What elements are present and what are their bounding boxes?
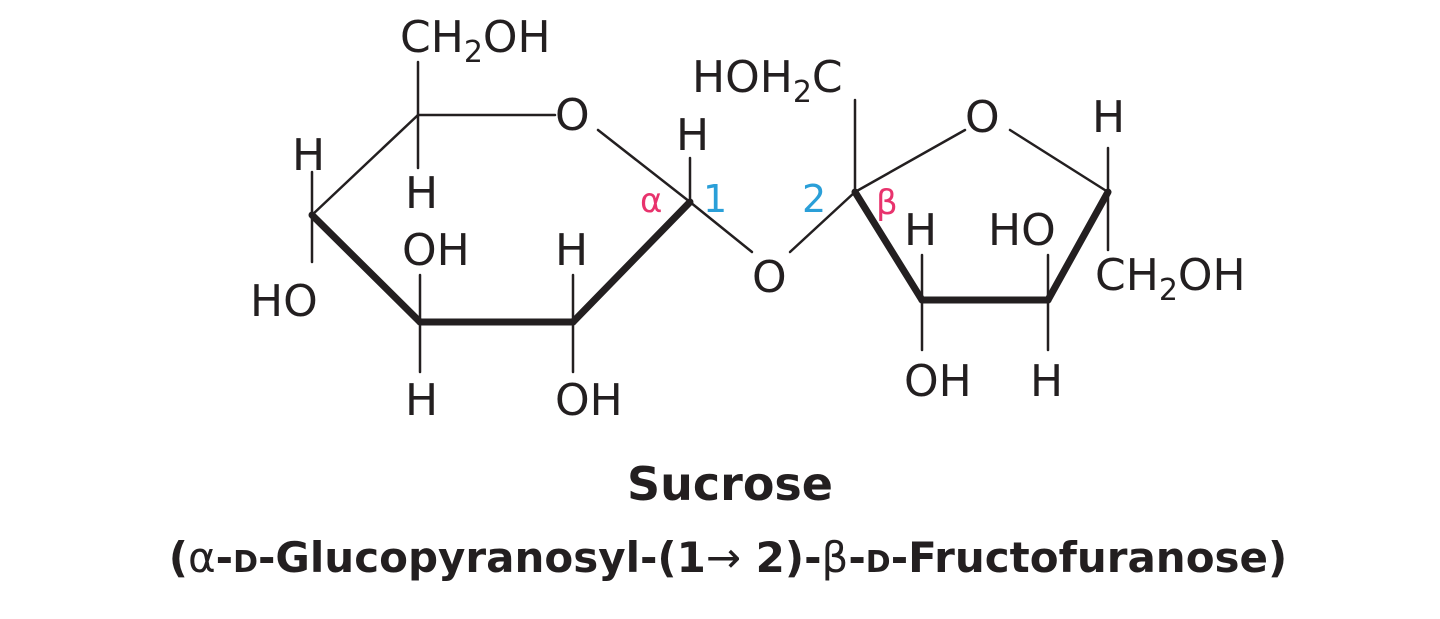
fructose-oh-c3-down-label: OH bbox=[904, 356, 972, 407]
fructose-h-c3-label: H bbox=[904, 205, 937, 256]
bond-c2-c3 bbox=[851, 188, 926, 304]
fructose-h-c5-label: H bbox=[1092, 92, 1125, 143]
carbon-1-number: 1 bbox=[703, 177, 727, 221]
glucose-h-c5-label: H bbox=[405, 168, 438, 219]
bond-c4-c5 bbox=[1044, 188, 1112, 304]
bond-ring-o-c5 bbox=[1008, 128, 1110, 194]
glucose-ho-c4-label: HO bbox=[250, 276, 318, 327]
bond-glycosidic-o-c2 bbox=[788, 190, 857, 254]
bond-c1-glycosidic-o bbox=[688, 200, 754, 254]
ch2oh-right-label: CH2OH bbox=[1095, 250, 1246, 308]
fructose-ho-c4-label: HO bbox=[988, 205, 1056, 256]
alpha-anomer-label: α bbox=[640, 181, 662, 221]
caption-systematic-name: (α-D-Glucopyranosyl-(1→ 2)-β-D-Fructofur… bbox=[169, 533, 1287, 582]
fructose-h-c4-down-label: H bbox=[1030, 356, 1063, 407]
glucose-ring-bonds bbox=[308, 60, 694, 374]
fructose-ring-o-label: O bbox=[965, 92, 1000, 143]
fructose-ring-bonds bbox=[851, 98, 1112, 352]
bond-c2-ring-o bbox=[853, 128, 967, 194]
glucose-h-c3-down-label: H bbox=[405, 375, 438, 426]
glucose-oh-c3-label: OH bbox=[402, 225, 470, 276]
glucose-labels: CH2OH O H H OH H HO H OH H α 1 bbox=[250, 12, 727, 426]
hoh2c-label: HOH2C bbox=[692, 52, 843, 110]
carbon-2-number: 2 bbox=[802, 177, 826, 221]
fructose-labels: HOH2C O H 2 β H HO CH2OH OH H bbox=[692, 52, 1246, 407]
glucose-h-c1-label: H bbox=[676, 110, 709, 161]
glucose-oh-c2-down-label: OH bbox=[555, 375, 623, 426]
ch2oh-top-label: CH2OH bbox=[400, 12, 551, 70]
beta-anomer-label: β bbox=[876, 183, 898, 223]
glucose-h-c4-label: H bbox=[292, 130, 325, 181]
bond-c4-c3 bbox=[308, 211, 424, 326]
glycosidic-bonds bbox=[688, 190, 857, 254]
glucose-ring-o-label: O bbox=[555, 90, 590, 141]
caption-name: Sucrose bbox=[627, 457, 833, 511]
bond-c5-c4 bbox=[310, 113, 420, 217]
bond-ring-o-c1 bbox=[596, 128, 692, 204]
glycosidic-o-label: O bbox=[752, 252, 787, 303]
glucose-h-c2-label: H bbox=[555, 225, 588, 276]
bond-c2-c1 bbox=[569, 198, 694, 326]
